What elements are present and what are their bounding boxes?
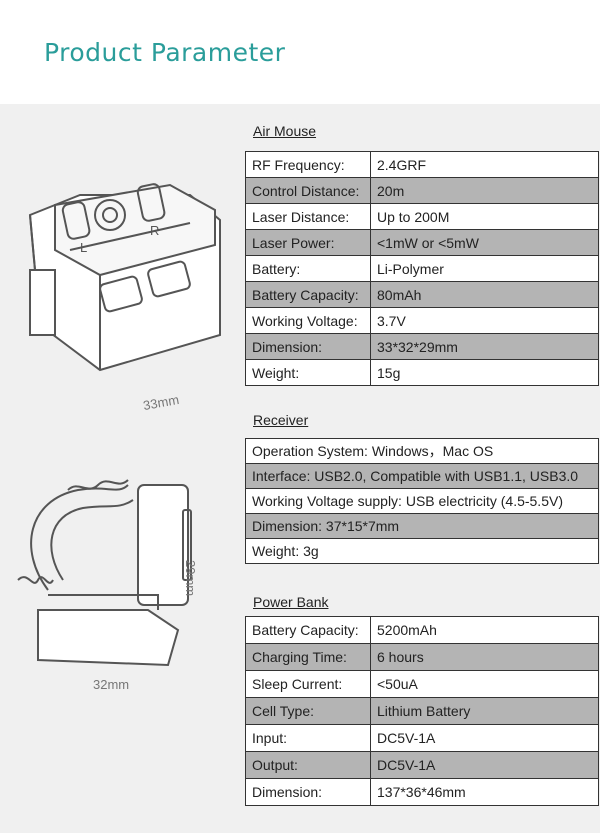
spec-line: Working Voltage supply: USB electricity … [245, 488, 599, 514]
spec-label: Battery Capacity: [245, 616, 371, 644]
table-row: Battery Capacity:80mAh [245, 281, 599, 308]
spec-value: <1mW or <5mW [370, 229, 599, 256]
spec-label: Output: [245, 751, 371, 779]
table-row: Dimension:137*36*46mm [245, 778, 599, 806]
air-mouse-side-illustration [17, 479, 192, 667]
spec-line: Weight: 3g [245, 538, 599, 564]
table-row: Control Distance:20m [245, 177, 599, 204]
table-row: Sleep Current:<50uA [245, 670, 599, 698]
air-mouse-heading: Air Mouse [253, 123, 317, 139]
table-row: Output:DC5V-1A [245, 751, 599, 779]
table-row: Operation System: Windows，Mac OS [245, 438, 599, 464]
spec-value: 2.4GRF [370, 151, 599, 178]
table-row: Battery Capacity:5200mAh [245, 616, 599, 644]
table-row: Weight: 3g [245, 538, 599, 564]
table-row: Charging Time:6 hours [245, 643, 599, 671]
spec-label: Input: [245, 724, 371, 752]
spec-line: Interface: USB2.0, Compatible with USB1.… [245, 463, 599, 489]
receiver-heading: Receiver [253, 412, 309, 428]
table-row: Dimension:33*32*29mm [245, 333, 599, 360]
table-row: Input:DC5V-1A [245, 724, 599, 752]
spec-value: Up to 200M [370, 203, 599, 230]
spec-label: Laser Power: [245, 229, 371, 256]
spec-value: Lithium Battery [370, 697, 599, 725]
spec-label: Dimension: [245, 778, 371, 806]
table-row: Laser Power:<1mW or <5mW [245, 229, 599, 256]
spec-label: Charging Time: [245, 643, 371, 671]
spec-label: Control Distance: [245, 177, 371, 204]
power-bank-heading: Power Bank [253, 594, 329, 610]
spec-line: Dimension: 37*15*7mm [245, 513, 599, 539]
spec-value: 20m [370, 177, 599, 204]
table-row: Interface: USB2.0, Compatible with USB1.… [245, 463, 599, 489]
spec-value: <50uA [370, 670, 599, 698]
table-row: Working Voltage:3.7V [245, 307, 599, 334]
spec-label: Cell Type: [245, 697, 371, 725]
spec-line: Operation System: Windows，Mac OS [245, 438, 599, 464]
table-row: Dimension: 37*15*7mm [245, 513, 599, 539]
table-row: Cell Type:Lithium Battery [245, 697, 599, 725]
table-row: Battery:Li-Polymer [245, 255, 599, 282]
spec-label: Working Voltage: [245, 307, 371, 334]
spec-value: 137*36*46mm [370, 778, 599, 806]
table-row: RF Frequency:2.4GRF [245, 151, 599, 178]
height-dimension: 29mm [183, 560, 198, 597]
header: Product Parameter [0, 0, 600, 104]
spec-label: Battery Capacity: [245, 281, 371, 308]
spec-value: 5200mAh [370, 616, 599, 644]
spec-value: DC5V-1A [370, 751, 599, 779]
spec-value: 6 hours [370, 643, 599, 671]
spec-label: Weight: [245, 359, 371, 386]
spec-label: Dimension: [245, 333, 371, 360]
spec-label: RF Frequency: [245, 151, 371, 178]
right-button-mark: R [150, 223, 159, 238]
spec-value: 33*32*29mm [370, 333, 599, 360]
spec-value: 80mAh [370, 281, 599, 308]
spec-value: DC5V-1A [370, 724, 599, 752]
spec-value: 3.7V [370, 307, 599, 334]
table-row: Laser Distance:Up to 200M [245, 203, 599, 230]
table-row: Weight:15g [245, 359, 599, 386]
left-button-mark: L [80, 240, 87, 255]
page-title: Product Parameter [44, 38, 286, 67]
spec-label: Laser Distance: [245, 203, 371, 230]
bottom-width-dimension: 32mm [93, 677, 130, 692]
spec-label: Battery: [245, 255, 371, 282]
air-mouse-top-illustration: L R [28, 183, 221, 372]
spec-value: Li-Polymer [370, 255, 599, 282]
spec-label: Sleep Current: [245, 670, 371, 698]
table-row: Working Voltage supply: USB electricity … [245, 488, 599, 514]
spec-value: 15g [370, 359, 599, 386]
